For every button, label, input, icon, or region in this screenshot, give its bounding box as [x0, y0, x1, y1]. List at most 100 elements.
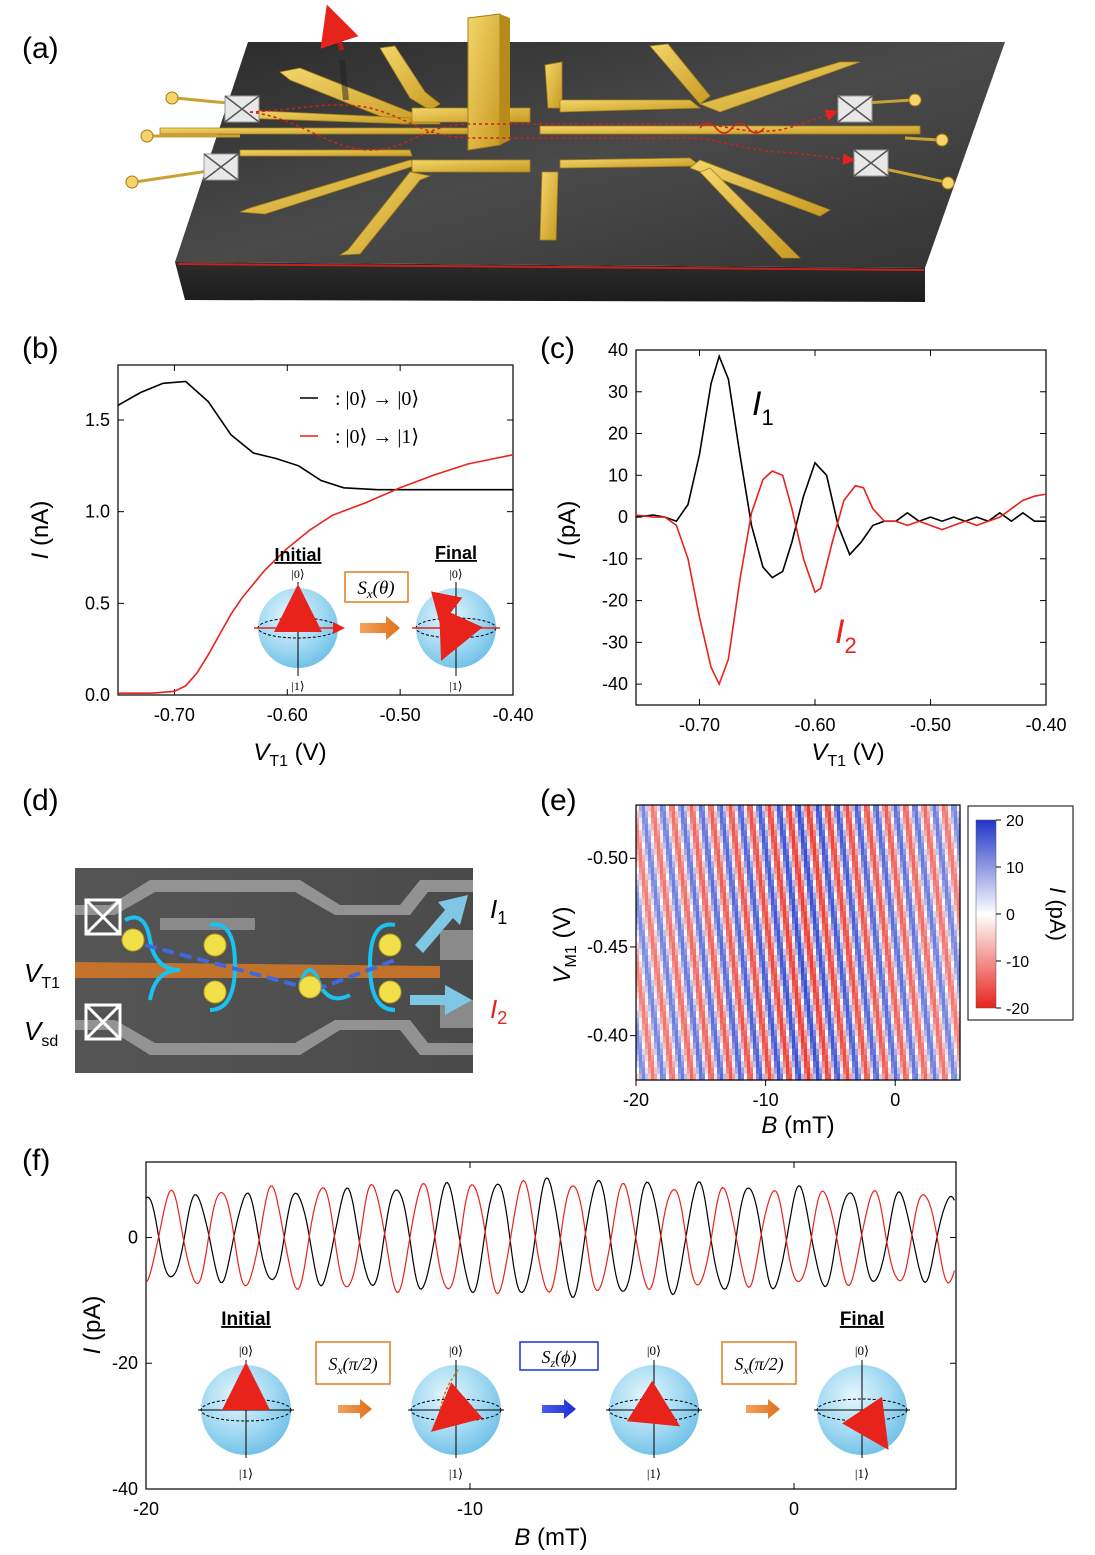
heatmap-cell [939, 923, 943, 931]
heatmap-cell [897, 1061, 901, 1069]
heatmap-cell [954, 830, 958, 837]
heatmap-cell [732, 980, 736, 987]
heatmap-cell [747, 836, 751, 844]
heatmap-cell [714, 836, 718, 844]
heatmap-cell [912, 917, 916, 925]
heatmap-cell [696, 1067, 700, 1075]
heatmap-cell [699, 1061, 703, 1069]
heatmap-cell [666, 905, 670, 912]
heatmap-cell [894, 992, 898, 1000]
heatmap-cell [684, 955, 688, 962]
heatmap-cell [903, 855, 907, 862]
heatmap-cell [726, 955, 730, 962]
heatmap-cell [657, 961, 661, 969]
heatmap-cell [954, 1048, 958, 1056]
plot-c-series-I1 [635, 353, 1046, 579]
heatmap-cell [885, 861, 889, 869]
heatmap-cell [690, 980, 694, 987]
heatmap-cell [636, 823, 640, 831]
heatmap-cell [684, 1055, 688, 1062]
heatmap-cell [900, 936, 904, 944]
heatmap-cell [876, 942, 880, 950]
heatmap-cell [741, 1067, 745, 1075]
heatmap-cell [846, 942, 850, 950]
heatmap-cell [675, 917, 679, 925]
heatmap-cell [693, 986, 697, 994]
heatmap-cell [807, 955, 811, 962]
heatmap-cell [822, 1067, 826, 1075]
heatmap-cell [873, 867, 877, 875]
heatmap-cell [807, 905, 811, 912]
heatmap-cell [672, 848, 676, 856]
heatmap-cell [711, 1023, 715, 1031]
heatmap-cell [720, 892, 724, 900]
heatmap-cell [918, 1017, 922, 1025]
heatmap-cell [942, 823, 946, 831]
heatmap-cell [828, 817, 832, 825]
heatmap-cell [702, 942, 706, 950]
heatmap-cell [942, 1017, 946, 1025]
heatmap-cell [786, 886, 790, 894]
heatmap-cell [843, 1023, 847, 1031]
heatmap-cell [846, 898, 850, 906]
heatmap-cell [909, 892, 913, 900]
heatmap-cell [873, 836, 877, 844]
heatmap-cell [900, 1017, 904, 1025]
heatmap-cell [678, 948, 682, 956]
heatmap-cell [744, 1036, 748, 1044]
heatmap-cell [918, 861, 922, 869]
heatmap-cell [705, 986, 709, 994]
heatmap-cell [723, 955, 727, 962]
heatmap-cell [684, 923, 688, 931]
heatmap-cell [819, 898, 823, 906]
heatmap-cell [822, 1030, 826, 1037]
heatmap-cell [864, 973, 868, 981]
heatmap-cell [732, 1036, 736, 1044]
heatmap-cell [738, 961, 742, 969]
heatmap-cell [813, 967, 817, 975]
heatmap-cell [783, 1017, 787, 1025]
heatmap-cell [909, 936, 913, 944]
heatmap-cell [735, 992, 739, 1000]
heatmap-cell [921, 811, 925, 819]
heatmap-cell [906, 898, 910, 906]
heatmap-cell [870, 1061, 874, 1069]
heatmap-cell [768, 905, 772, 912]
heatmap-cell [819, 861, 823, 869]
heatmap-cell [813, 848, 817, 856]
heatmap-cell [669, 1073, 673, 1081]
heatmap-cell [789, 836, 793, 844]
heatmap-cell [957, 1036, 961, 1044]
heatmap-cell [942, 1036, 946, 1044]
heatmap-cell [936, 1011, 940, 1019]
heatmap-cell [837, 961, 841, 969]
heatmap-cell [675, 1055, 679, 1062]
heatmap-cell [639, 1011, 643, 1019]
heatmap-cell [951, 1023, 955, 1031]
y-tick-label: -10 [602, 549, 628, 569]
heatmap-cell [666, 1011, 670, 1019]
heatmap-cell [834, 948, 838, 956]
heatmap-cell [954, 811, 958, 819]
heatmap-cell [705, 836, 709, 844]
heatmap-cell [849, 1073, 853, 1081]
heatmap-cell [690, 1042, 694, 1050]
heatmap-cell [648, 942, 652, 950]
heatmap-cell [675, 855, 679, 862]
heatmap-cell [903, 861, 907, 869]
heatmap-cell [732, 911, 736, 919]
heatmap-cell [849, 905, 853, 912]
heatmap-cell [885, 836, 889, 844]
heatmap-cell [702, 836, 706, 844]
heatmap-cell [858, 973, 862, 981]
heatmap-cell [690, 886, 694, 894]
heatmap-cell [870, 917, 874, 925]
heatmap-cell [681, 811, 685, 819]
heatmap-cell [897, 892, 901, 900]
heatmap-cell [945, 967, 949, 975]
heatmap-cell [894, 930, 898, 937]
heatmap-cell [948, 855, 952, 862]
heatmap-cell [822, 936, 826, 944]
heatmap-cell [765, 861, 769, 869]
heatmap-cell [909, 805, 913, 812]
